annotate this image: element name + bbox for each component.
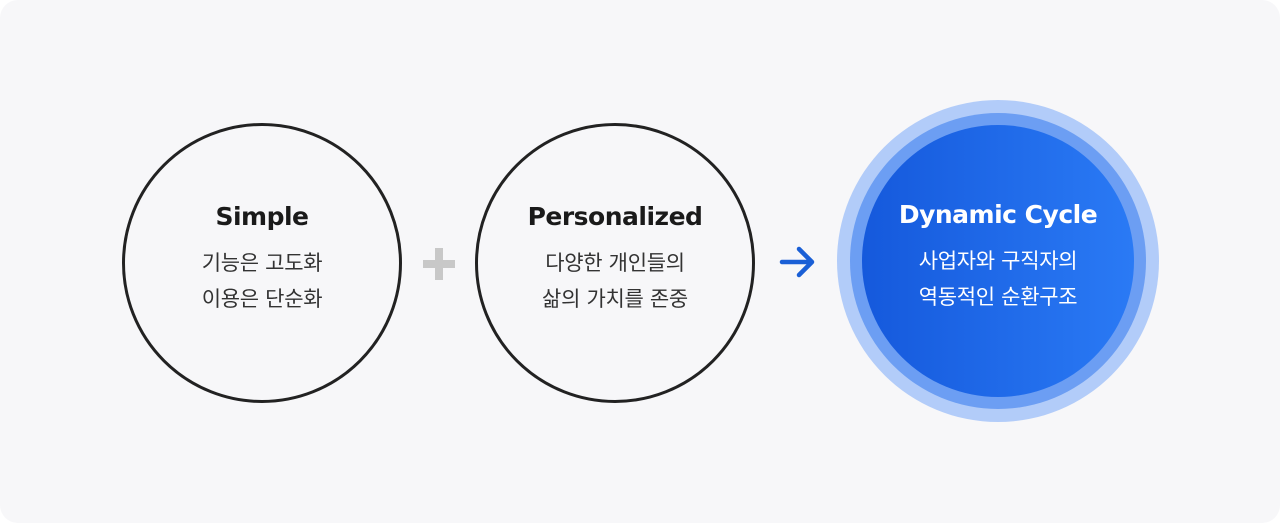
arrow-right-icon [779, 246, 815, 278]
personalized-line-2: 삶의 가치를 존중 [542, 287, 688, 311]
simple-circle: Simple 기능은 고도화 이용은 단순화 [122, 123, 402, 403]
personalized-title: Personalized [527, 202, 703, 231]
personalized-line-1: 다양한 개인들의 [545, 251, 685, 275]
dynamic-cycle-circle: Dynamic Cycle 사업자와 구직자의 역동적인 순환구조 [862, 125, 1134, 397]
dynamic-cycle-line-2: 역동적인 순환구조 [918, 285, 1078, 309]
dynamic-cycle-line-1: 사업자와 구직자의 [918, 249, 1078, 273]
dynamic-cycle-title: Dynamic Cycle [898, 200, 1098, 229]
simple-line-2: 이용은 단순화 [201, 287, 323, 311]
simple-line-1: 기능은 고도화 [201, 251, 323, 275]
personalized-circle: Personalized 다양한 개인들의 삶의 가치를 존중 [475, 123, 755, 403]
simple-title: Simple [215, 202, 309, 231]
plus-icon [423, 248, 455, 280]
